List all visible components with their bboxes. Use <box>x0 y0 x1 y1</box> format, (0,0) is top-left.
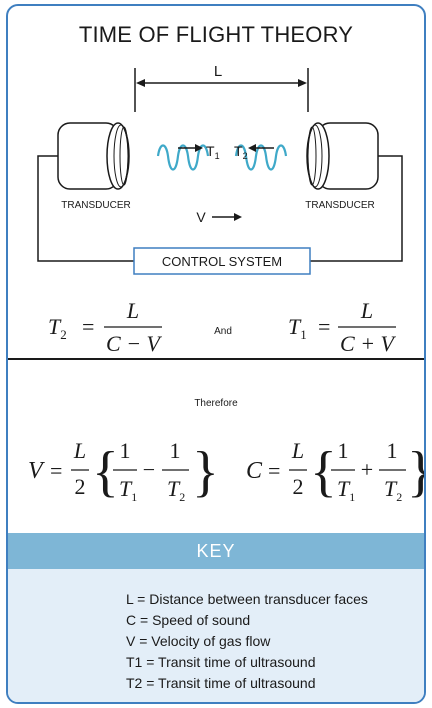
distance-arrow-right-head <box>298 79 307 87</box>
t2-label: T2 <box>234 143 248 161</box>
eq3-lhs: V <box>28 458 45 484</box>
right-transducer <box>306 122 379 190</box>
t2-arrow-head <box>248 144 256 152</box>
and-label: And <box>214 326 232 337</box>
right-transducer-label: TRANSDUCER <box>305 200 374 211</box>
eq4-right-brace: } <box>407 441 426 503</box>
right-wire <box>310 155 403 262</box>
eq1-lhs: T2 <box>48 314 67 342</box>
transit-time-equations: T2 = L C − V And T1 = L C + V <box>48 298 397 356</box>
eq4-L: L <box>291 438 304 463</box>
eq3-left-brace: { <box>92 441 119 503</box>
key-list: L = Distance between transducer faces C … <box>126 589 368 694</box>
eq1-equals: = <box>82 314 94 339</box>
eq3-operator: − <box>143 457 155 482</box>
sound-speed-equation: C = L 2 { 1 T1 + 1 T2 } <box>246 438 426 504</box>
eq3-T2: T2 <box>167 476 185 504</box>
eq4-one-a: 1 <box>338 438 349 463</box>
eq4-equals: = <box>268 458 280 483</box>
therefore-label: Therefore <box>194 398 238 409</box>
t1-arrow-head <box>195 144 203 152</box>
left-sound-wave <box>156 144 210 171</box>
distance-label: L <box>214 63 222 80</box>
eq4-two: 2 <box>293 474 304 499</box>
time-of-flight-diagram: L TRANSDUCER TRANSDUCER T1 T2 <box>37 63 403 275</box>
eq4-left-brace: { <box>310 441 337 503</box>
eq3-equals: = <box>50 458 62 483</box>
key-panel: L = Distance between transducer faces C … <box>8 569 424 702</box>
eq1-numerator: L <box>126 298 139 323</box>
key-item-t1: T1 = Transit time of ultrasound <box>126 654 316 670</box>
velocity-label: V <box>196 209 206 225</box>
eq4-lhs: C <box>246 458 263 484</box>
control-system-box <box>133 247 311 275</box>
distance-arrow-left-head <box>136 79 145 87</box>
eq2-numerator: L <box>360 298 373 323</box>
velocity-arrow-head <box>234 213 242 221</box>
key-header: KEY <box>8 533 424 569</box>
eq3-L: L <box>73 438 86 463</box>
eq4-T1: T1 <box>337 476 355 504</box>
key-item-velocity: V = Velocity of gas flow <box>126 633 271 649</box>
left-transducer-label: TRANSDUCER <box>61 200 130 211</box>
key-item-t2: T2 = Transit time of ultrasound <box>126 675 316 691</box>
eq3-one-a: 1 <box>120 438 131 463</box>
key-item-speed-of-sound: C = Speed of sound <box>126 612 251 628</box>
eq3-T1: T1 <box>119 476 137 504</box>
left-transducer <box>57 122 130 190</box>
key-item-distance: L = Distance between transducer faces <box>126 591 368 607</box>
eq4-T2: T2 <box>384 476 402 504</box>
eq4-operator: + <box>361 457 373 482</box>
left-wire <box>37 155 134 262</box>
eq2-lhs: T1 <box>288 314 307 342</box>
section-divider <box>8 358 424 360</box>
velocity-equation: V = L 2 { 1 T1 − 1 T2 } <box>28 438 219 504</box>
control-system-label: CONTROL SYSTEM <box>162 254 282 269</box>
eq4-one-b: 1 <box>387 438 398 463</box>
eq2-denominator: C + V <box>340 331 397 356</box>
t1-label: T1 <box>206 143 220 161</box>
eq3-two: 2 <box>75 474 86 499</box>
velocity-sound-equations: V = L 2 { 1 T1 − 1 T2 } C = L 2 { 1 T1 + <box>28 438 426 504</box>
eq2-equals: = <box>318 314 330 339</box>
eq3-right-brace: } <box>192 441 219 503</box>
eq1-denominator: C − V <box>106 331 163 356</box>
page-title: TIME OF FLIGHT THEORY <box>78 22 354 47</box>
eq3-one-b: 1 <box>170 438 181 463</box>
theory-card: TIME OF FLIGHT THEORY L TRANSDUCER TRANS… <box>6 4 426 704</box>
right-sound-wave <box>234 144 288 171</box>
